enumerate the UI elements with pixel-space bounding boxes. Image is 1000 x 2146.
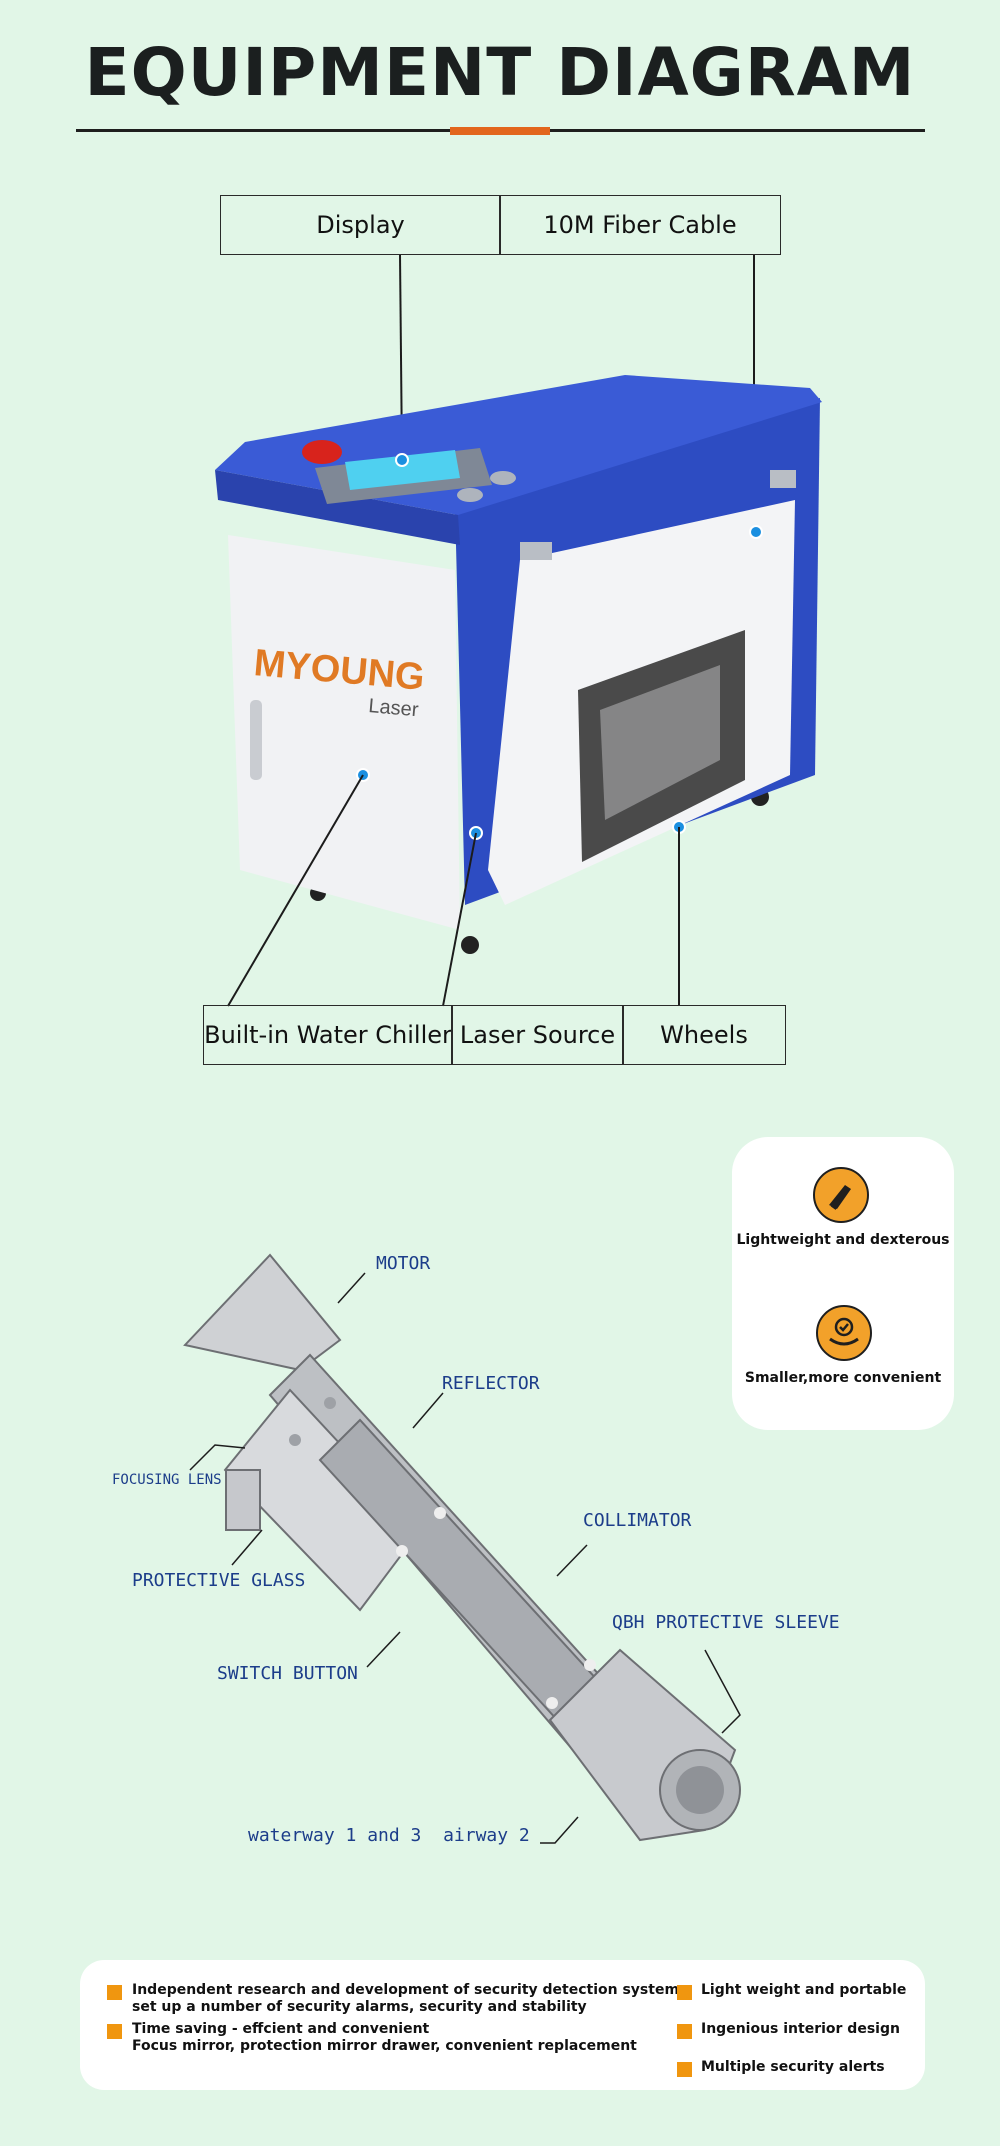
display-screen (345, 450, 460, 490)
bullet-marker (677, 1985, 692, 2000)
leader-reflector (412, 1392, 444, 1429)
gun-lens-housing (225, 1469, 261, 1531)
feature-summary-panel: Independent research and development of … (80, 1960, 925, 2090)
hand-check-icon (816, 1305, 872, 1361)
gun-label-switch-button: SWITCH BUTTON (217, 1663, 358, 1684)
gun-label-waterway: waterway 1 and 3 airway 2 (248, 1825, 530, 1846)
hotspot-fiber-cable (749, 525, 763, 539)
label-wheels: Wheels (622, 1005, 786, 1065)
feature-label-lightweight: Lightweight and dexterous (736, 1232, 950, 1248)
laser-gun-illustration (183, 1253, 741, 1844)
brand-logo-sub: Laser (368, 695, 420, 721)
label-water-chiller: Built-in Water Chiller (203, 1005, 453, 1065)
leader-motor (337, 1272, 366, 1304)
vent-grille (578, 630, 745, 862)
gun-label-protective-glass: PROTECTIVE GLASS (132, 1570, 306, 1591)
gun-label-motor: MOTOR (376, 1253, 431, 1274)
leader-focusing-lens (189, 1444, 246, 1471)
summary-left-item-2-line1: Time saving - effcient and convenient (132, 2021, 430, 2037)
page-title: EQUIPMENT DIAGRAM (84, 34, 916, 111)
label-fiber-cable: 10M Fiber Cable (499, 195, 781, 255)
summary-right-item-2: Ingenious interior design (701, 2021, 900, 2037)
gun-label-qbh-sleeve: QBH PROTECTIVE SLEEVE (612, 1612, 840, 1633)
summary-left-item-1: Independent research and development of … (132, 1982, 684, 2016)
leader-qbh-sleeve (704, 1649, 741, 1734)
label-display: Display (220, 195, 501, 255)
feature-label-smaller: Smaller,more convenient (744, 1370, 942, 1386)
label-laser-source: Laser Source (451, 1005, 624, 1065)
summary-left-item-2-line2: Focus mirror, protection mirror drawer, … (132, 2038, 637, 2054)
leader-switch-button (366, 1631, 401, 1668)
summary-right-item-3: Multiple security alerts (701, 2059, 885, 2075)
laser-gun-body (183, 1253, 741, 1842)
leader-water-chiller (227, 774, 364, 1007)
bullet-marker (107, 1985, 122, 2000)
machine-front-panel (228, 535, 460, 930)
summary-left-item-2: Time saving - effcient and convenient Fo… (132, 2021, 637, 2055)
bullet-marker (677, 2024, 692, 2039)
leader-protective-glass (231, 1529, 263, 1566)
laser-gun-icon (813, 1167, 869, 1223)
bullet-marker (107, 2024, 122, 2039)
summary-left-item-1-line2: set up a number of security alarms, secu… (132, 1999, 587, 2015)
gun-label-focusing-lens: FOCUSING LENS (112, 1472, 222, 1488)
gun-label-reflector: REFLECTOR (442, 1373, 540, 1394)
bullet-marker (677, 2062, 692, 2077)
hotspot-display (395, 453, 409, 467)
laser-machine-illustration: MYOUNG Laser (215, 254, 822, 1007)
leader-waterway (540, 1816, 579, 1844)
title-accent-bar (450, 127, 550, 135)
feature-card: Lightweight and dexterous Smaller,more c… (732, 1137, 954, 1430)
gun-motor-housing (183, 1253, 342, 1372)
leader-laser-source (442, 832, 477, 1007)
emergency-stop-button (302, 440, 342, 464)
gun-label-collimator: COLLIMATOR (583, 1510, 692, 1531)
summary-left-item-1-line1: Independent research and development of … (132, 1982, 685, 1998)
summary-right-item-1: Light weight and portable (701, 1982, 907, 1998)
leader-collimator (556, 1544, 588, 1577)
